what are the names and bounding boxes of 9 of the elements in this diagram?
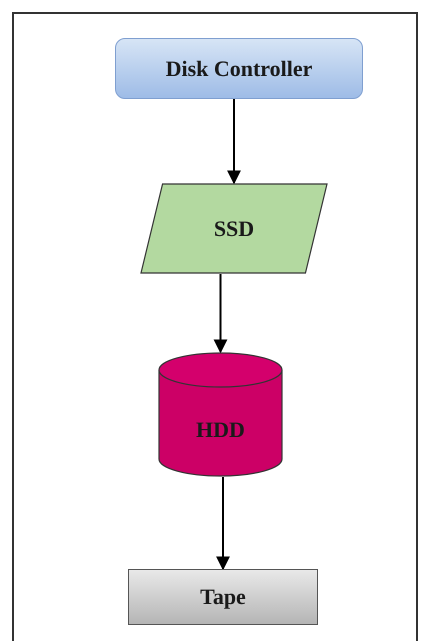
process-box (128, 569, 318, 625)
arrow (227, 99, 241, 184)
node-label: HDD (196, 416, 245, 442)
arrow (216, 477, 230, 570)
process-box (115, 38, 363, 99)
node-label: Tape (200, 584, 246, 610)
node-label: Disk Controller (166, 56, 312, 82)
node-label: SSD (214, 216, 254, 242)
arrow (214, 274, 228, 354)
